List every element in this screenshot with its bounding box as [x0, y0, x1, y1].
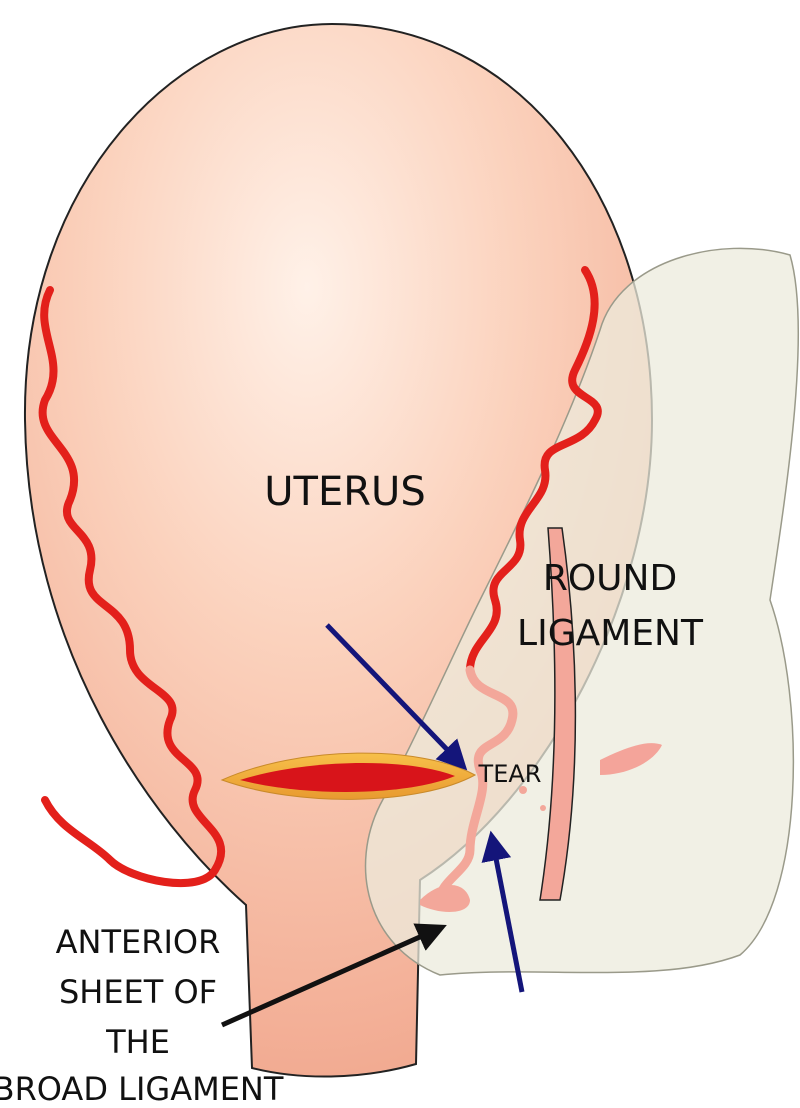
- broad-ligament-label-line2: SHEET OF: [59, 973, 217, 1011]
- left-uterine-artery: [38, 286, 226, 887]
- broad-ligament-arrow: [220, 923, 447, 1028]
- broad-ligament-label-line3: THE: [105, 1023, 170, 1061]
- broad-ligament: [364, 247, 800, 976]
- uterus-label: UTERUS: [264, 469, 425, 515]
- tear-label: TEAR: [478, 760, 542, 788]
- broad-ligament-label-line1: ANTERIOR: [56, 923, 221, 961]
- torn-artery: [435, 665, 518, 905]
- tear-arrow-upper: [325, 623, 468, 771]
- round-ligament-label-line1: ROUND: [543, 558, 677, 599]
- tear-arrow-lower: [481, 830, 525, 993]
- right-uterine-artery: [466, 266, 602, 674]
- broad-ligament-label-line4: BROAD LIGAMENT: [0, 1070, 284, 1108]
- ligament-vessel: [600, 743, 662, 775]
- round-ligament-label-line2: LIGAMENT: [517, 613, 704, 654]
- round-ligament: [539, 527, 577, 901]
- incision-inner: [240, 762, 455, 792]
